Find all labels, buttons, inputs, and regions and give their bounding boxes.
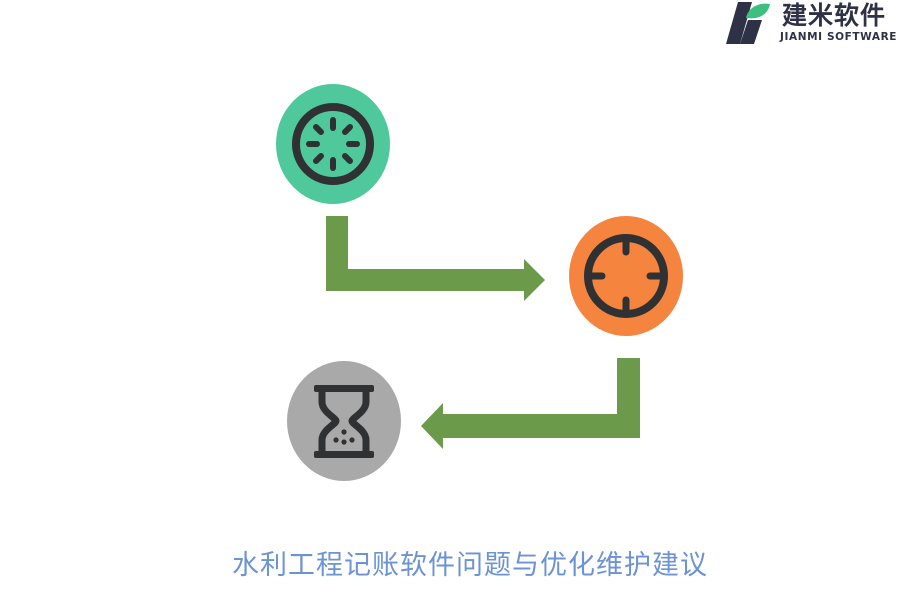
brand-name-en: JIANMI SOFTWARE xyxy=(780,31,898,43)
brand-name-cn: 建米软件 xyxy=(782,1,887,30)
flow-arrow-right xyxy=(326,216,545,301)
caption-title: 水利工程记账软件问题与优化维护建议 xyxy=(232,550,708,581)
brand-logo: 建米软件 JIANMI SOFTWARE xyxy=(724,0,900,50)
crosshair-target-icon xyxy=(584,234,668,318)
step-1-node xyxy=(276,84,390,204)
step-3-node xyxy=(287,361,401,481)
jianmi-logo-icon xyxy=(726,2,770,44)
loading-spinner-icon xyxy=(292,103,374,185)
step-2-node xyxy=(569,216,683,336)
hourglass-icon xyxy=(314,385,374,458)
caption: 水利工程记账软件问题与优化维护建议 xyxy=(0,546,900,586)
flow-arrow-left xyxy=(421,358,640,449)
